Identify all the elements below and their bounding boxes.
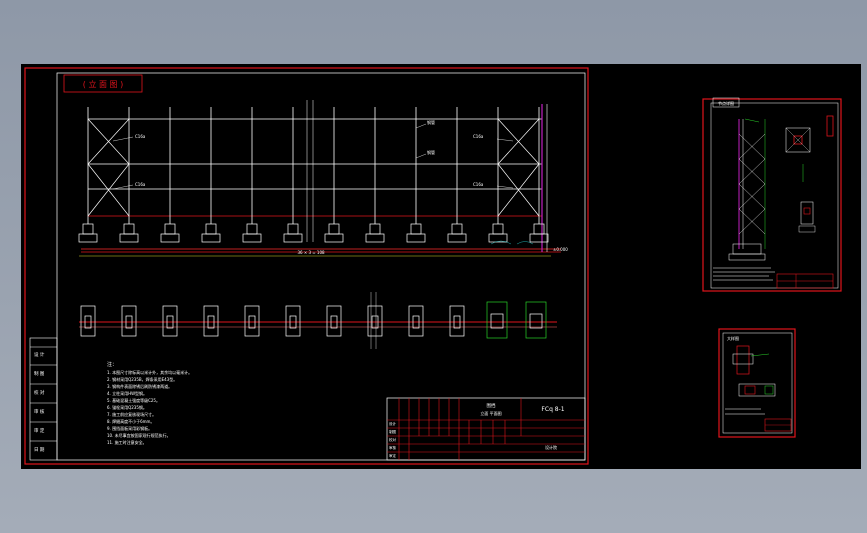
revision-column: 设 计 制 图 校 对 审 核 审 定 日 期: [29, 337, 58, 461]
ground-level-label: ±0.000: [553, 247, 568, 252]
rev-label-4: 审 核: [34, 408, 45, 415]
notes-heading: 注：: [107, 361, 117, 368]
note-2: 2. 钢材采用Q235B，焊条采用E43型。: [107, 376, 177, 382]
member-label-6: C16a: [473, 182, 484, 187]
overall-dimension: 36 × 3 = 108: [297, 250, 325, 255]
rev-label-5: 审 定: [34, 427, 45, 434]
member-label-5: C16a: [473, 134, 484, 139]
elevation-view: C16a C16a 钢管 钢管 C16a C16a: [78, 100, 568, 257]
columns: [87, 107, 540, 224]
tb-label-1: 设计: [389, 421, 397, 426]
title-block-project: 围挡: [487, 402, 496, 409]
tb-label-5: 审定: [389, 453, 397, 458]
note-9: 9. 围挡面板采用彩钢板。: [107, 425, 152, 431]
member-label-4: 钢管: [427, 149, 435, 155]
rev-label-3: 校 对: [34, 389, 45, 396]
title-block-drawing-name: 立面 平面图: [480, 410, 501, 416]
note-11: 11. 施工时注意安全。: [107, 439, 147, 445]
plan-view: [79, 292, 557, 349]
main-sheet: ( 立 面 图 ): [24, 67, 589, 465]
note-6: 6. 锚栓采用Q235钢。: [107, 404, 147, 410]
note-3: 3. 钢构件表面除锈后刷防锈漆两道。: [107, 383, 172, 389]
member-label-3: 钢管: [427, 119, 435, 125]
title-block: 围挡 立面 平面图 FCq 8-1 设计院 设计 制图 校对 审核 审定: [386, 397, 586, 461]
note-1: 1. 本图尺寸除标高以米计外，其余均以毫米计。: [107, 369, 192, 375]
note-7: 7. 施工前应复核现场尺寸。: [107, 411, 156, 417]
rev-label-6: 日 期: [34, 447, 45, 453]
bracing: [87, 118, 540, 217]
cad-drawing: ( 立 面 图 ): [24, 67, 842, 465]
tb-label-4: 审核: [389, 445, 397, 450]
note-8: 8. 焊缝高度不小于6mm。: [107, 418, 154, 424]
detail-sheet-2: 大样图: [718, 328, 796, 438]
note-5: 5. 基础混凝土强度等级C25。: [107, 397, 160, 403]
note-4: 4. 立柱采用HW型钢。: [107, 390, 147, 396]
section-title: ( 立 面 图 ): [83, 79, 123, 89]
detail-2-title: 大样图: [727, 335, 739, 341]
drawing-canvas[interactable]: ( 立 面 图 ): [21, 64, 861, 469]
member-label-2: C16a: [135, 182, 146, 187]
note-10: 10. 未尽事宜按国家现行规范执行。: [107, 432, 171, 438]
sheet-border-inner: [56, 72, 586, 461]
footings-elevation: [78, 223, 549, 243]
notes-block: 注： 1. 本图尺寸除标高以米计外，其余均以毫米计。 2. 钢材采用Q235B，…: [107, 361, 192, 445]
rev-label-2: 制 图: [34, 370, 45, 377]
detail-1-title: 节点详图: [718, 100, 734, 106]
title-block-company: 设计院: [545, 444, 557, 450]
section-title-box: [63, 74, 143, 93]
drawing-number: FCq 8-1: [541, 406, 564, 413]
tb-label-3: 校对: [389, 437, 397, 442]
rev-label-1: 设 计: [34, 351, 45, 358]
sheet-border-outer: [24, 67, 589, 465]
tb-label-2: 制图: [389, 429, 397, 434]
member-label-1: C16a: [135, 134, 146, 139]
detail-sheet-1: 节点详图: [702, 97, 842, 292]
